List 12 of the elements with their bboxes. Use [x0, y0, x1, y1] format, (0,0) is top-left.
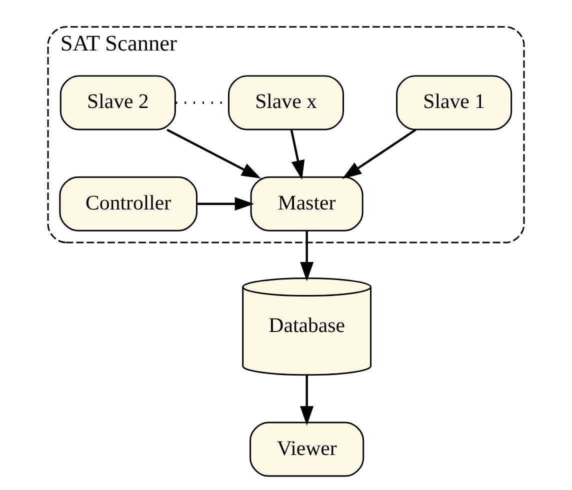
node-box: Slave 2: [60, 74, 176, 130]
node-box: Controller: [59, 176, 198, 231]
arrow: [197, 196, 254, 210]
arrow: [290, 129, 305, 180]
node-box: Master: [250, 176, 364, 231]
arrow: [300, 230, 314, 281]
node-box: Viewer: [250, 421, 364, 476]
node-box: Slave 1: [396, 74, 512, 130]
arrow: [300, 374, 314, 426]
arrow: [342, 128, 416, 178]
arrow: [166, 128, 261, 178]
node-box: Slave x: [228, 74, 344, 130]
